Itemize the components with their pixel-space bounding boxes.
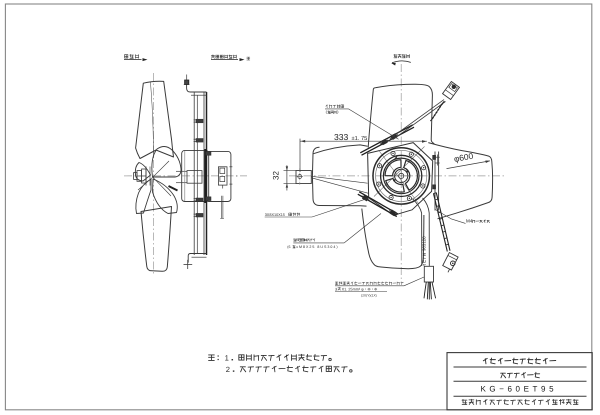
svg-text:3X8X10X15: 3X8X10X15 — [265, 213, 285, 217]
svg-text:903120: 903120 — [422, 236, 427, 251]
svg-text:(2X(Y)(1X): (2X(Y)(1X) — [361, 293, 377, 297]
svg-text:2: 2 — [226, 365, 230, 374]
svg-text:X1. 25mm² φ・Φ・Φ: X1. 25mm² φ・Φ・Φ — [342, 287, 378, 291]
svg-text:φ600: φ600 — [453, 151, 474, 164]
svg-text:±1. 75: ±1. 75 — [352, 136, 368, 142]
svg-text:M4: M4 — [466, 219, 473, 224]
svg-text:32: 32 — [272, 171, 281, 180]
svg-text:333: 333 — [334, 132, 349, 142]
svg-text:1: 1 — [225, 353, 229, 362]
svg-text:xM8X25 8US304): xM8X25 8US304) — [296, 245, 338, 249]
svg-text:(6: (6 — [287, 245, 290, 249]
svg-text:3: 3 — [335, 287, 337, 291]
svg-text:KG−60ET95: KG−60ET95 — [480, 384, 557, 393]
